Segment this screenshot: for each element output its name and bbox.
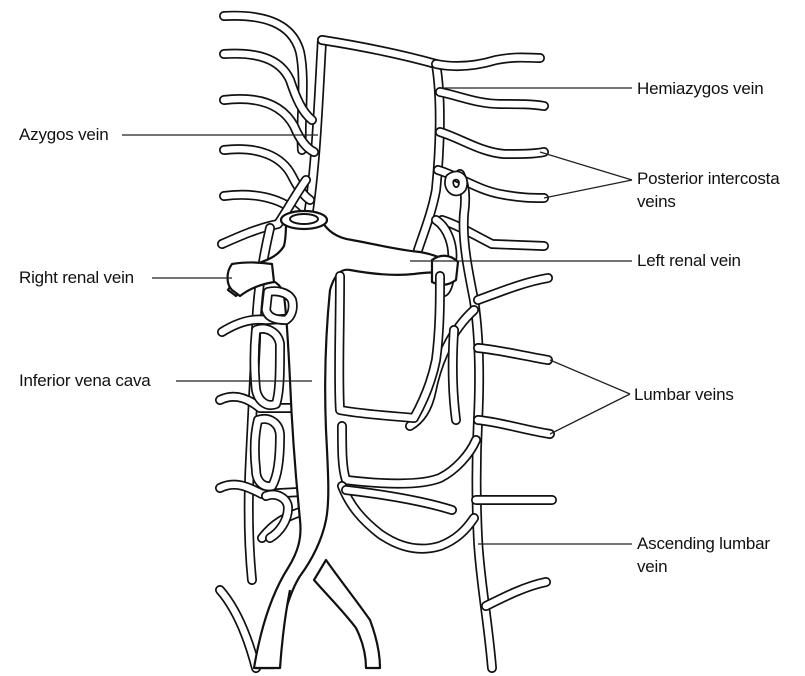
label-hemiazygos-vein: Hemiazygos vein <box>637 78 763 99</box>
label-inferior-vena-cava: Inferior vena cava <box>19 370 151 391</box>
leader-lines <box>122 88 632 544</box>
leader-intercostal-1 <box>540 152 632 180</box>
label-right-renal-vein: Right renal vein <box>19 267 134 288</box>
label-left-renal-vein: Left renal vein <box>637 250 741 271</box>
label-ascending-lumbar-line2: vein <box>637 556 667 577</box>
hemiazygos-system <box>322 40 540 250</box>
left-lumbar-veins <box>476 278 552 606</box>
label-posterior-intercostal-line1: Posterior intercosta <box>637 168 779 189</box>
label-azygos-vein: Azygos vein <box>19 124 108 145</box>
label-posterior-intercostal-line2: veins <box>637 191 676 212</box>
label-lumbar-veins: Lumbar veins <box>634 384 734 405</box>
leader-lumbar-2 <box>550 394 630 434</box>
label-ascending-lumbar-line1: Ascending lumbar <box>637 533 770 554</box>
leader-lumbar-1 <box>550 360 630 394</box>
left-intercostal-veins <box>438 92 544 246</box>
leader-intercostal-2 <box>544 180 632 198</box>
